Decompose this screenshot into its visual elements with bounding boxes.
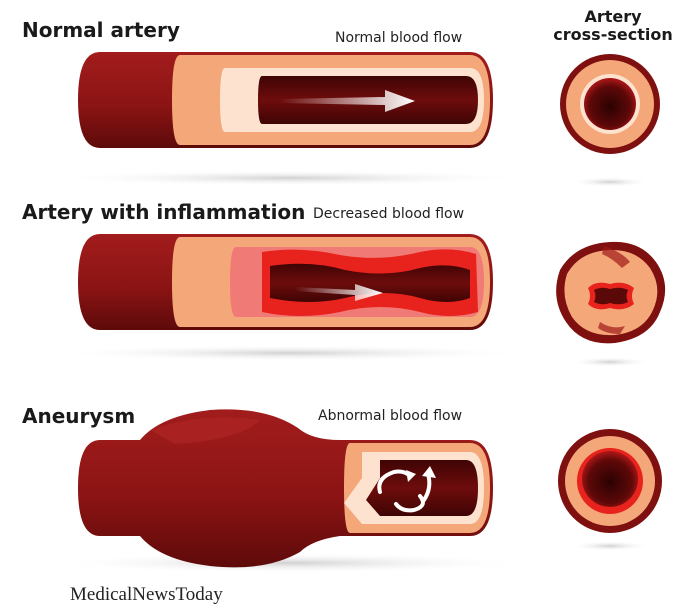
aneurysm-cross-section xyxy=(558,429,662,551)
panel-title-inflammation: Artery with inflammation xyxy=(22,200,305,224)
normal-cross-section xyxy=(560,54,660,187)
inflamed-cross-section xyxy=(556,242,665,367)
panel-title-aneurysm: Aneurysm xyxy=(22,404,135,428)
flow-label-inflammation: Decreased blood flow xyxy=(313,206,464,222)
watermark: MedicalNewsToday xyxy=(70,584,223,606)
panel-title-normal: Normal artery xyxy=(22,18,180,42)
aneurysm-artery-tube xyxy=(50,409,530,573)
cross-section-heading: Artery cross-section xyxy=(548,8,678,44)
flow-label-aneurysm: Abnormal blood flow xyxy=(318,408,462,424)
normal-artery-tube xyxy=(50,52,530,186)
cross-section-heading-line2: cross-section xyxy=(548,26,678,44)
flow-label-normal: Normal blood flow xyxy=(335,30,462,46)
inflamed-artery-tube xyxy=(50,234,530,361)
cross-section-heading-line1: Artery xyxy=(548,8,678,26)
